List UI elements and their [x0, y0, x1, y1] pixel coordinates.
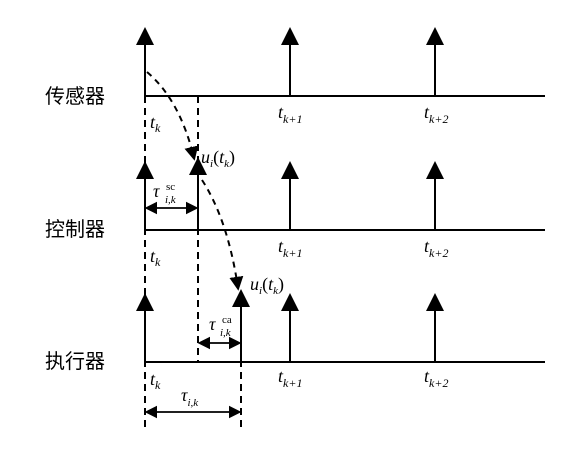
label-controller-tk1: tk+1 — [278, 236, 302, 260]
label-sensor-tk2: tk+2 — [424, 102, 448, 126]
delay-label-ca: τ — [209, 314, 216, 334]
delay-label-sc-sub: i,k — [165, 194, 177, 206]
label-actuator-tk2: tk+2 — [424, 366, 448, 390]
delay-label-total: τi,k — [181, 385, 199, 409]
label-controller-tk2: tk+2 — [424, 236, 448, 260]
flow-controller-to-actuator — [201, 179, 244, 291]
flow-sensor-to-controller — [146, 71, 199, 161]
label-sensor-tk1: tk+1 — [278, 102, 302, 126]
delay-label-ca-sub: i,k — [220, 327, 232, 339]
row-label-sensor: 传感器 — [45, 84, 105, 108]
label-actuator-tk: tk — [150, 369, 161, 392]
delay-label-ca-sup: ca — [222, 314, 232, 326]
signal-label-actuator: ui(tk) — [250, 274, 284, 297]
label-actuator-tk1: tk+1 — [278, 366, 302, 390]
label-sensor-tk: tk — [150, 112, 161, 135]
delay-label-sc-sup: sc — [166, 181, 175, 193]
signal-label-controller: ui(tk) — [201, 147, 235, 170]
row-label-actuator: 执行器 — [45, 349, 105, 373]
label-controller-tk: tk — [150, 246, 161, 269]
row-label-controller: 控制器 — [45, 217, 105, 241]
delay-label-sc: τ — [153, 181, 160, 201]
